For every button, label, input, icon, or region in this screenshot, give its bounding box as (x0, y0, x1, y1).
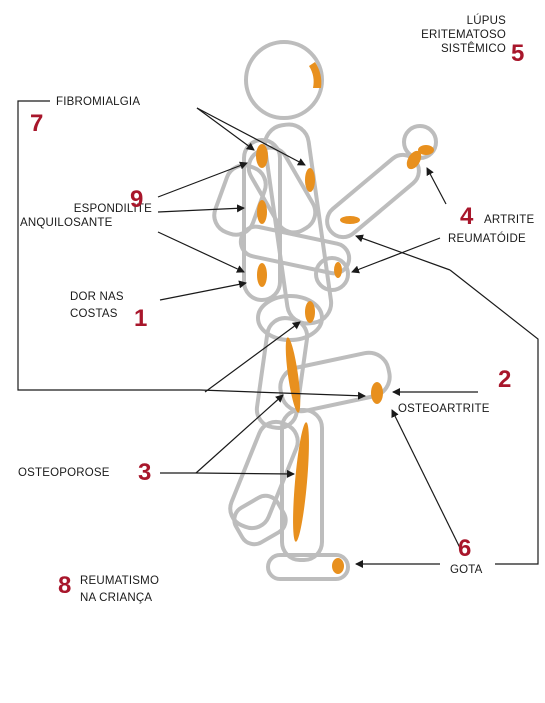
upper-back-highlight (305, 168, 315, 192)
espondilite-arrow-neck (158, 163, 247, 197)
dor-arrow (160, 283, 246, 300)
dor-number: 1 (134, 307, 147, 331)
ankle-highlight (332, 558, 344, 574)
finger-highlight (418, 145, 434, 155)
artrite-arrow-wrist (352, 238, 440, 272)
lower-back-highlight (257, 263, 267, 287)
hip-highlight (305, 301, 315, 323)
elbow-highlight (340, 216, 360, 224)
artrite-label-line1: ARTRITE (484, 213, 534, 227)
shoulder-highlight (257, 200, 267, 224)
body-figure (209, 42, 436, 579)
artrite-number: 4 (460, 205, 473, 229)
tibia-highlight (290, 422, 312, 543)
fibromialgia-arrow-neck (197, 108, 254, 150)
lupus-label-line3: SISTÊMICO (390, 42, 506, 56)
head-shape (246, 42, 322, 118)
dor-label-line1: DOR NAS (70, 290, 124, 304)
gota-label: GOTA (450, 563, 483, 577)
dor-label-line2: COSTAS (70, 307, 118, 321)
lupus-label: LÚPUS ERITEMATOSO SISTÊMICO (390, 14, 506, 56)
osteoartrite-label: OSTEOARTRITE (398, 402, 490, 416)
espondilite-number: 9 (130, 188, 143, 212)
osteoartrite-number: 2 (498, 368, 511, 392)
osteoporose-label: OSTEOPOROSE (18, 466, 110, 480)
osteoartrite-arrow-hip (205, 322, 300, 392)
fibromialgia-bracket (18, 101, 200, 390)
fibromialgia-label: FIBROMIALGIA (56, 95, 140, 109)
osteoporose-number: 3 (138, 461, 151, 485)
osteoporose-arrow-tibia (196, 473, 294, 474)
knee-highlight (371, 382, 383, 404)
gota-bracket (450, 270, 538, 564)
gota-arrow-knee (392, 410, 462, 552)
osteoporose-arrow-femur (196, 395, 283, 473)
neck-highlight (256, 144, 268, 168)
fibromialgia-number: 7 (30, 112, 43, 136)
lupus-number: 5 (511, 42, 524, 66)
artrite-label-line2: REUMATÓIDE (448, 232, 526, 246)
lupus-label-line2: ERITEMATOSO (390, 28, 506, 42)
reumatismo-label-line2: NA CRIANÇA (80, 591, 152, 605)
artrite-arrow-hand (427, 168, 446, 204)
wrist-highlight (334, 262, 342, 278)
espondilite-arrow-shoulder (158, 208, 244, 212)
reumatismo-label-line1: REUMATISMO (80, 574, 159, 588)
lupus-label-line1: LÚPUS (390, 14, 506, 28)
espondilite-arrow-lowback (158, 232, 244, 272)
espondilite-label-line2: ANQUILOSANTE (20, 216, 152, 230)
gota-number: 6 (458, 537, 471, 561)
reumatismo-number: 8 (58, 574, 71, 598)
